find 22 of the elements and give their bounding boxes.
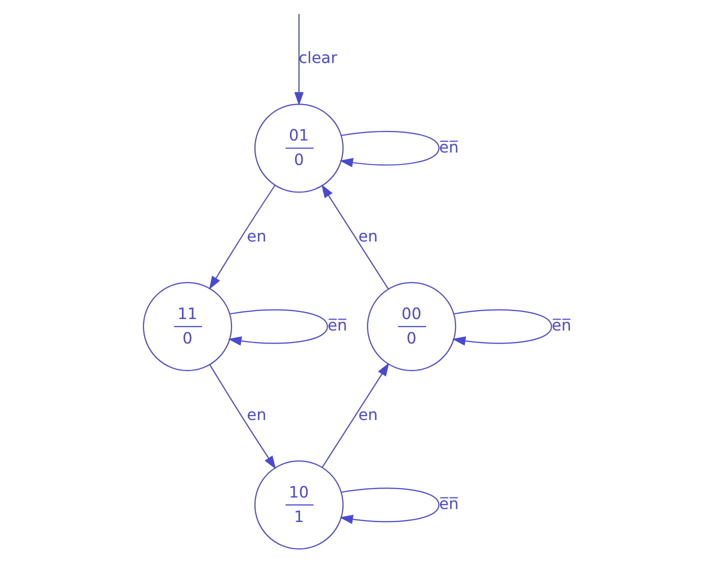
arrow [208,184,275,290]
node-circle: 01 0 [254,104,344,193]
arrow [208,364,276,470]
node-circle: 10 1 [254,460,344,550]
edge-label: clear [298,49,337,68]
node-circle: 00 0 [366,282,456,372]
edge-label: en [358,227,378,246]
edge-label: e̅n̅ [438,138,458,156]
edge-label: en [246,406,266,424]
arrow [339,488,439,524]
arrow [452,309,552,346]
edge-label: en [246,227,266,246]
edge-label: en [358,406,378,424]
arrow [339,130,439,168]
edge-label: e̅n̅ [551,316,571,335]
arrow [228,309,328,346]
arrow [321,362,389,468]
node-circle: 11 0 [142,282,232,372]
edge-label: e̅n̅ [327,316,347,335]
arrow [320,184,388,290]
arrow [294,14,304,106]
edge-label: e̅n̅ [438,495,458,514]
